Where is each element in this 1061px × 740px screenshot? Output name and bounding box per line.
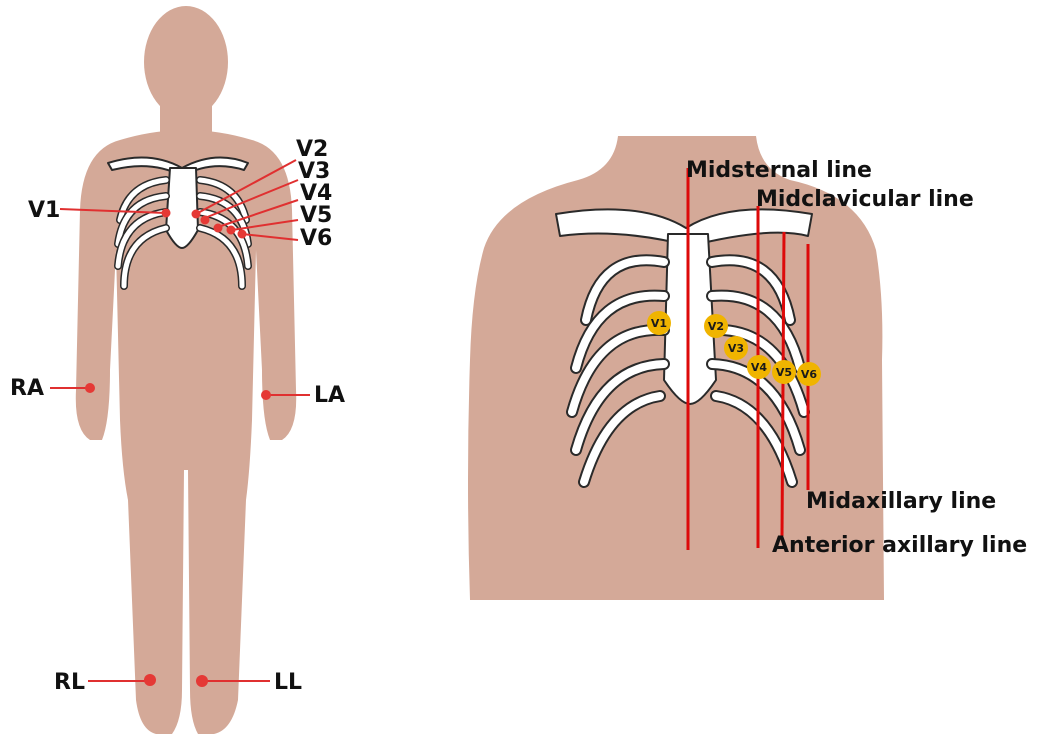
label-anterior-axillary-line: Anterior axillary line xyxy=(772,533,1027,558)
right-electrode-v5: V5 xyxy=(772,360,796,384)
electrode-v4 xyxy=(214,224,223,233)
right-electrode-v3: V3 xyxy=(724,336,748,360)
label-midsternal-line: Midsternal line xyxy=(686,158,872,183)
electrode-v2 xyxy=(192,210,201,219)
svg-text:V2: V2 xyxy=(708,320,724,333)
svg-text:V4: V4 xyxy=(751,361,768,374)
label-rl: RL xyxy=(54,670,85,695)
svg-text:V6: V6 xyxy=(801,368,818,381)
svg-text:V5: V5 xyxy=(776,366,792,379)
right-electrode-v2: V2 xyxy=(704,314,728,338)
anterior-axillary-line xyxy=(782,232,784,536)
electrode-ll xyxy=(196,675,208,687)
electrode-v1 xyxy=(162,209,171,218)
right-electrode-v4: V4 xyxy=(747,355,771,379)
right-electrode-v1: V1 xyxy=(647,311,671,335)
right-electrode-v6: V6 xyxy=(797,362,821,386)
electrode-rl xyxy=(144,674,156,686)
label-v5: V5 xyxy=(300,203,332,228)
label-v6: V6 xyxy=(300,226,332,251)
electrode-v5 xyxy=(227,226,236,235)
label-v1: V1 xyxy=(28,198,60,223)
left-body-figure: V1 V2 V3 V4 V5 V6 RA LA RL LL xyxy=(10,6,345,734)
electrode-v6 xyxy=(238,230,247,239)
electrode-la xyxy=(261,390,271,400)
right-chest-figure: V1 V2 V3 V4 V5 V6 Midsternal line Midcla… xyxy=(468,136,1027,600)
electrode-v3 xyxy=(201,216,210,225)
label-ra: RA xyxy=(10,376,44,401)
label-la: LA xyxy=(314,383,345,408)
label-midclavicular-line: Midclavicular line xyxy=(756,187,974,212)
svg-text:V1: V1 xyxy=(651,317,667,330)
label-midaxillary-line: Midaxillary line xyxy=(806,489,996,514)
electrode-ra xyxy=(85,383,95,393)
label-ll: LL xyxy=(274,670,302,695)
svg-text:V3: V3 xyxy=(728,342,744,355)
